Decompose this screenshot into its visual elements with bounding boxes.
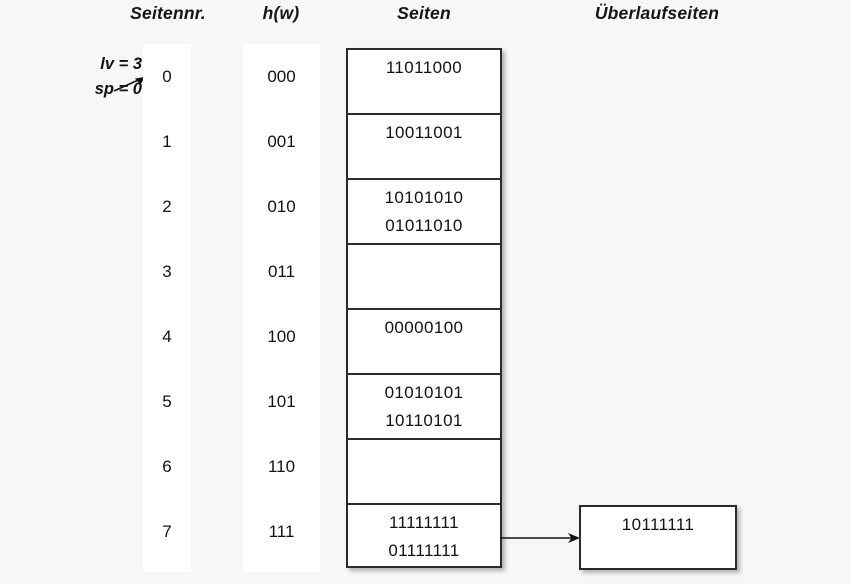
hw-cell: 111: [268, 522, 295, 541]
column-header-seitennr: Seitennr.: [130, 3, 206, 23]
page-row: 00000100: [348, 310, 500, 375]
page-row: 11111111 01111111: [348, 505, 500, 570]
page-record: 01011010: [385, 216, 463, 235]
parameter-lv: lv = 3: [100, 55, 142, 73]
seitennr-cell: 1: [162, 132, 172, 151]
hw-cell: 011: [267, 262, 296, 281]
page-record: 11011000: [385, 58, 463, 77]
page-record: 10011001: [385, 123, 463, 142]
seitennr-cell: 6: [162, 457, 172, 476]
seitennr-cell: 4: [162, 327, 172, 346]
hw-cell: 000: [267, 67, 296, 86]
column-header-hw: h(w): [262, 3, 300, 23]
page-row: 10101010 01011010: [348, 180, 500, 245]
overflow-record: 10111111: [621, 515, 695, 534]
column-strip-seitennr: [143, 44, 191, 572]
page-row: [348, 440, 500, 505]
hw-cell: 010: [267, 197, 296, 216]
page-record: 10101010: [384, 188, 464, 207]
seitennr-cell: 2: [162, 197, 172, 216]
arrow-right-icon: [500, 533, 580, 543]
page-record: 01010101: [384, 383, 464, 402]
page-record: 10110101: [385, 411, 463, 430]
page-record: 00000100: [384, 318, 464, 337]
arrow-right-icon: [113, 76, 146, 92]
pages-table: 11011000 10011001 10101010 01011010 00000100…: [346, 48, 502, 568]
page-row: 11011000: [348, 50, 500, 115]
seitennr-cell: 7: [162, 522, 172, 541]
seitennr-cell: 5: [162, 392, 172, 411]
seitennr-cell: 3: [162, 262, 172, 281]
column-header-ueberlaufseiten: Überlaufseiten: [594, 3, 720, 23]
hw-cell: 100: [267, 327, 296, 346]
page-record: 11111111: [388, 513, 459, 532]
hw-cell: 001: [267, 132, 296, 151]
page-row: [348, 245, 500, 310]
overflow-page: 10111111: [579, 505, 737, 570]
hw-cell: 110: [267, 457, 296, 476]
page-row: 01010101 10110101: [348, 375, 500, 440]
column-strip-hw: [243, 44, 320, 572]
hw-cell: 101: [267, 392, 296, 411]
column-header-seiten: Seiten: [397, 3, 451, 23]
page-record: 01111111: [388, 541, 460, 560]
page-row: 10011001: [348, 115, 500, 180]
seitennr-cell: 0: [162, 67, 172, 86]
